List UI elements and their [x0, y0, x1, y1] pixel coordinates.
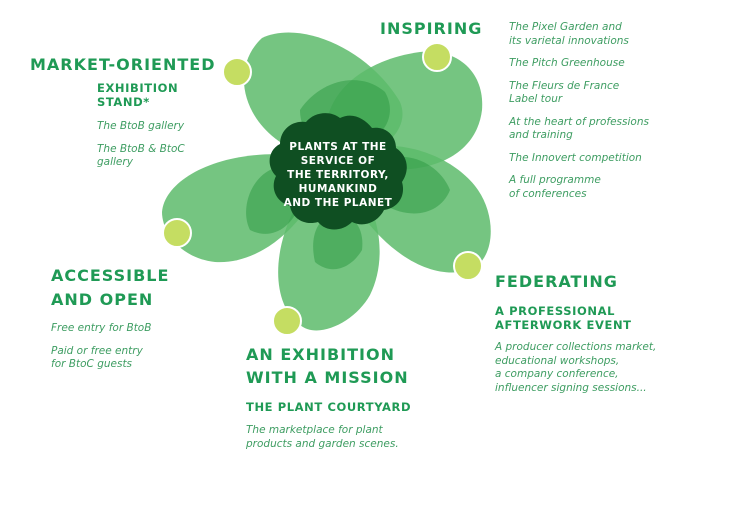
- dot-accessible: [162, 218, 192, 248]
- dot-mission: [272, 306, 302, 336]
- section-federating-heading: FEDERATING: [495, 272, 618, 291]
- section-inspiring-item: The Fleurs de France Label tour: [509, 79, 620, 106]
- dot-market: [222, 57, 252, 87]
- section-market-heading: MARKET-ORIENTED: [30, 55, 216, 74]
- section-inspiring-item: The Pixel Garden and its varietal innova…: [509, 21, 629, 47]
- section-market: MARKET-ORIENTED EXHIBITION STAND* The Bt…: [30, 54, 230, 170]
- section-market-item: The BtoB & BtoC gallery: [97, 142, 185, 169]
- section-federating: FEDERATING A PROFESSIONAL AFTERWORK EVEN…: [495, 271, 735, 395]
- center-title: PLANTS AT THE SERVICE OF THE TERRITORY, …: [283, 141, 393, 209]
- section-inspiring: The Pixel Garden and its varietal innova…: [509, 21, 734, 201]
- section-federating-item: A producer collections market, education…: [495, 341, 657, 394]
- dots: [162, 42, 483, 336]
- section-accessible-heading: ACCESSIBLE AND OPEN: [51, 266, 170, 309]
- section-inspiring-item: The Innovert competition: [509, 151, 642, 164]
- section-market-subheading: EXHIBITION STAND*: [97, 81, 179, 109]
- dot-inspiring: [422, 42, 452, 72]
- section-accessible-item: Paid or free entry for BtoC guests: [51, 344, 143, 371]
- center-blob: [269, 113, 407, 230]
- section-inspiring-heading: INSPIRING: [380, 19, 483, 38]
- section-mission-item: The marketplace for plant products and g…: [246, 424, 399, 450]
- section-mission-heading: AN EXHIBITION WITH A MISSION: [246, 345, 409, 387]
- dot-federating: [453, 251, 483, 281]
- section-inspiring-heading-wrap: INSPIRING: [380, 18, 482, 39]
- section-accessible-item: Free entry for BtoB: [51, 322, 152, 334]
- section-inspiring-item: A full programme of conferences: [509, 174, 601, 200]
- section-mission-subheading: THE PLANT COURTYARD: [246, 400, 412, 414]
- section-market-item: The BtoB gallery: [97, 120, 185, 132]
- section-federating-subheading: A PROFESSIONAL AFTERWORK EVENT: [495, 304, 632, 332]
- section-mission: AN EXHIBITION WITH A MISSION THE PLANT C…: [246, 343, 476, 451]
- section-inspiring-item: The Pitch Greenhouse: [509, 57, 625, 69]
- section-accessible: ACCESSIBLE AND OPEN Free entry for BtoB …: [51, 264, 241, 372]
- section-inspiring-item: At the heart of professions and training: [509, 115, 649, 142]
